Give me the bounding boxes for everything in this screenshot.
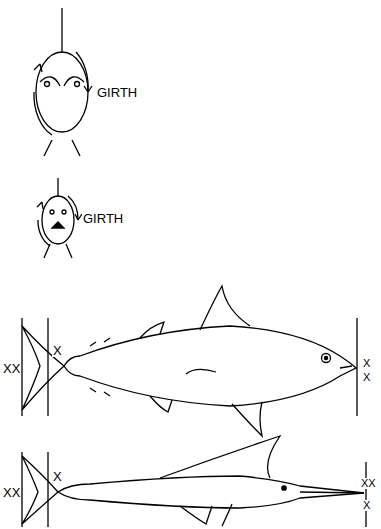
fork-mark: X [362,372,371,383]
marlin-side [22,436,366,527]
girth-tuna-front [34,8,92,156]
fork-mark: X [52,470,63,483]
fork-mark: X [362,500,371,511]
girth-label: GIRTH [96,86,138,99]
length-mark: XX [2,362,21,375]
girth-marlin-front [37,178,82,258]
length-mark: X [362,358,371,369]
tuna-side [22,286,357,436]
fork-mark: X [52,344,63,357]
length-mark: XX [360,478,377,489]
length-mark: XX [2,486,21,499]
girth-label: GIRTH [82,212,124,225]
